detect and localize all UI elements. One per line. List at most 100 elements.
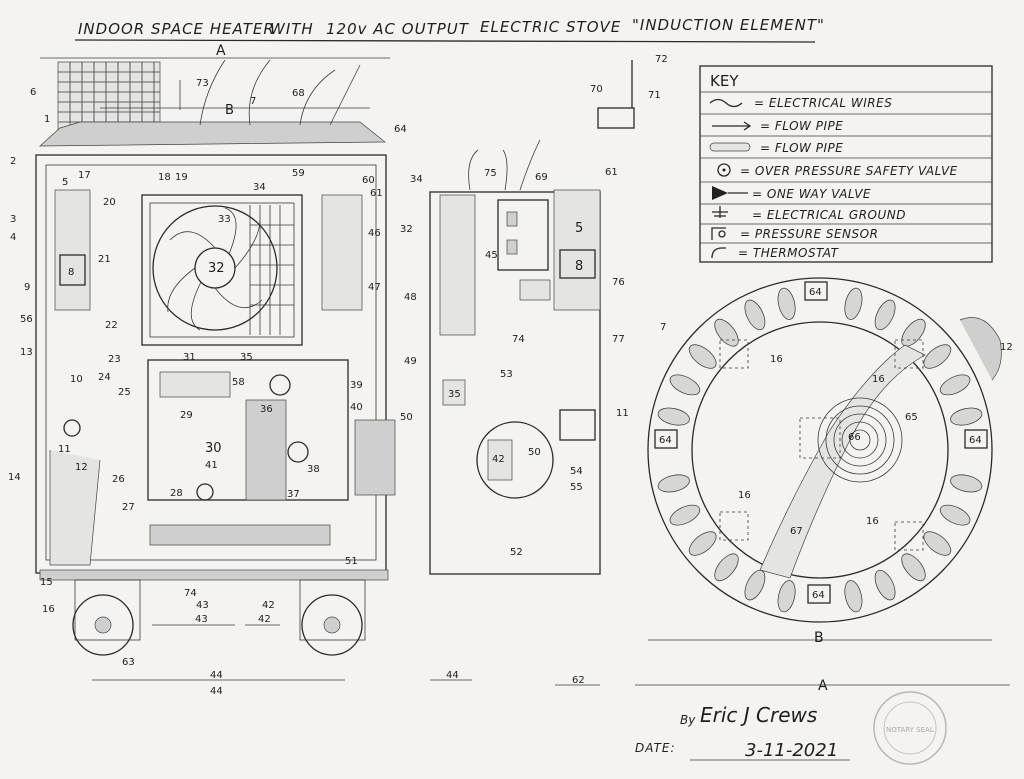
top-grill xyxy=(57,61,161,133)
coil-pad xyxy=(901,553,926,582)
ring-label-66: 66 xyxy=(848,432,861,443)
coil-pads xyxy=(657,287,983,613)
label-4: 4 xyxy=(10,232,16,243)
label-32: 32 xyxy=(208,261,225,276)
left-duct xyxy=(49,450,101,566)
ring-label-65: 65 xyxy=(905,412,918,423)
coil-pad xyxy=(714,318,739,347)
side-label-34: 34 xyxy=(410,174,423,185)
coil-pad xyxy=(744,299,766,331)
title-part-4: ELECTRIC STOVE xyxy=(480,18,621,36)
coil-column-36 xyxy=(245,399,287,501)
coil-pad xyxy=(923,531,952,556)
ring-label-16c: 16 xyxy=(738,490,751,501)
side-label-69: 69 xyxy=(535,172,548,183)
label-8: 8 xyxy=(68,267,74,278)
fan-frame xyxy=(149,202,295,338)
fan-blades xyxy=(167,207,263,331)
side-airflow xyxy=(468,139,541,191)
ring-label-64-bottom: 64 xyxy=(812,590,825,601)
side-label-32: 32 xyxy=(400,224,413,235)
label-46: 46 xyxy=(368,228,381,239)
ring-label-16a: 16 xyxy=(770,354,783,365)
title-part-3: 120v AC OUTPUT xyxy=(326,20,470,38)
left-wheel-hub xyxy=(94,616,112,634)
right-wheel-hub xyxy=(323,616,341,634)
bottom-coil-51 xyxy=(149,524,331,546)
label-74: 74 xyxy=(184,588,197,599)
label-73: 73 xyxy=(196,78,209,89)
label-48: 48 xyxy=(404,292,417,303)
valve-circle-icon xyxy=(717,163,731,177)
label-17: 17 xyxy=(78,170,91,181)
gauge-39 xyxy=(269,374,291,396)
label-34: 34 xyxy=(253,182,266,193)
label-37: 37 xyxy=(287,489,300,500)
label-12: 12 xyxy=(75,462,88,473)
side-label-74: 74 xyxy=(512,334,525,345)
side-label-5: 5 xyxy=(575,221,583,236)
signature-date: 3-11-2021 xyxy=(745,740,838,761)
front-view: A B xyxy=(35,43,396,681)
valve-38 xyxy=(287,441,309,463)
left-wheel xyxy=(72,594,134,656)
key-row-6-text: = ELECTRICAL GROUND xyxy=(752,208,906,222)
coil-pad xyxy=(874,299,896,331)
label-3: 3 xyxy=(10,214,16,225)
side-label-54: 54 xyxy=(570,466,583,477)
thermostat-icon xyxy=(711,247,726,259)
side-view: 44 62 xyxy=(429,139,601,686)
center-spiral-65 xyxy=(817,397,903,483)
side-label-77: 77 xyxy=(612,334,625,345)
side-body xyxy=(429,191,601,575)
side-label-53: 53 xyxy=(500,369,513,380)
sensor-16-a xyxy=(719,339,749,369)
label-24: 24 xyxy=(98,372,111,383)
coil-block-31 xyxy=(159,371,231,398)
coil-pad xyxy=(844,580,863,613)
fan-grid xyxy=(249,205,294,335)
ring-label-67: 67 xyxy=(790,526,803,537)
one-way-valve-icon xyxy=(712,186,748,200)
label-56: 56 xyxy=(20,314,33,325)
label-15: 15 xyxy=(40,577,53,588)
valve-11 xyxy=(63,419,81,437)
base-15 xyxy=(39,569,389,581)
side-box-42 xyxy=(487,439,513,481)
signature-block: By Eric J Crews DATE: 3-11-2021 xyxy=(635,703,850,761)
label-39: 39 xyxy=(350,380,363,391)
arrow-right-icon xyxy=(712,121,752,131)
label-70: 70 xyxy=(590,84,603,95)
label-23: 23 xyxy=(108,354,121,365)
coil-pad xyxy=(844,287,863,320)
label-42: 42 xyxy=(262,600,275,611)
right-tank xyxy=(321,194,363,311)
box-8 xyxy=(59,254,86,286)
label-63: 63 xyxy=(122,657,135,668)
label-50: 50 xyxy=(400,412,413,423)
label-5: 5 xyxy=(62,177,68,188)
inner-ring xyxy=(691,321,949,579)
ring-dim-b-label: B xyxy=(814,630,824,646)
box-64-left xyxy=(654,429,678,449)
side-fan-panel xyxy=(439,194,476,336)
label-58: 58 xyxy=(232,377,245,388)
label-61: 61 xyxy=(370,188,383,199)
coil-pad xyxy=(714,553,739,582)
coil-pad xyxy=(777,580,796,613)
ring-label-16d: 16 xyxy=(866,516,879,527)
key-border xyxy=(699,65,993,263)
label-41: 41 xyxy=(205,460,218,471)
airflow-arrows xyxy=(179,59,361,126)
left-tank xyxy=(54,189,91,311)
label-16: 16 xyxy=(42,604,55,615)
coil-pad xyxy=(657,474,690,493)
coil-pad xyxy=(657,407,690,426)
coil-pad xyxy=(688,344,717,369)
label-72: 72 xyxy=(655,54,668,65)
ground-icon xyxy=(712,206,728,218)
key-row-1-text: = ELECTRICAL WIRES xyxy=(754,96,892,110)
side-dim-44-label: 44 xyxy=(446,670,459,681)
